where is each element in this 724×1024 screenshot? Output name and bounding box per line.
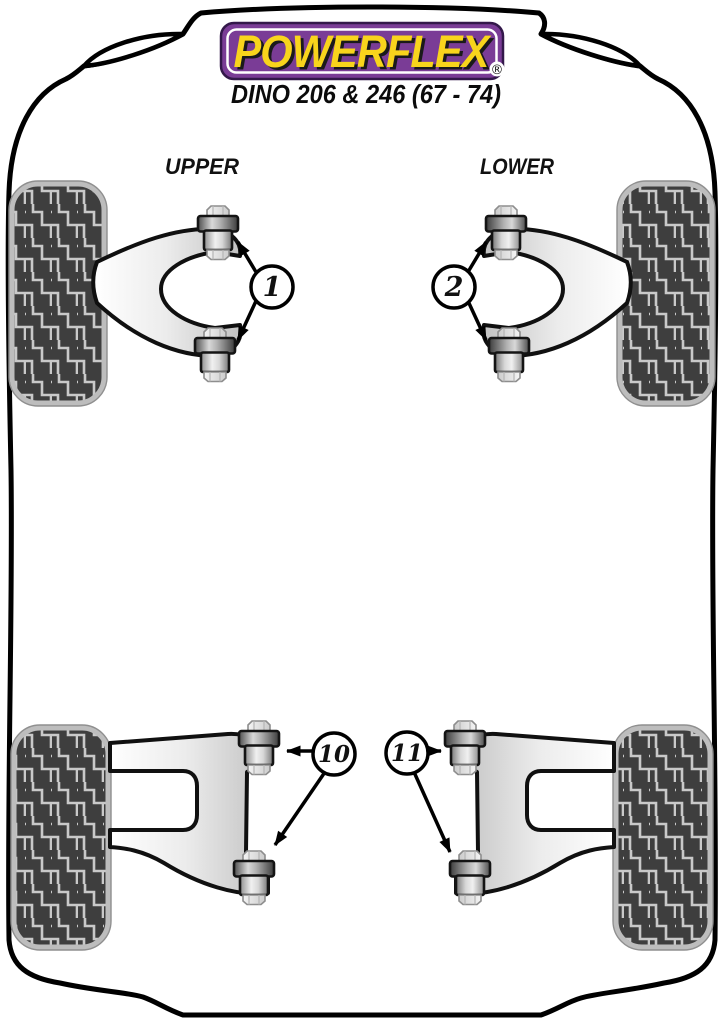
- callout-1-number: 1: [263, 272, 282, 303]
- callout-10-number: 10: [318, 741, 350, 768]
- logo-background: [219, 21, 505, 81]
- callout-11-circle: [384, 730, 430, 776]
- label-lower: LOWER: [480, 154, 554, 179]
- headlight-slit-left: [81, 31, 186, 69]
- callout-10-circle: [311, 731, 357, 777]
- logo-text: POWERFLEX: [234, 26, 493, 77]
- registered-mark: ®: [491, 63, 504, 78]
- callout-10-arrow-lower: [273, 771, 327, 846]
- callout-2: 2: [431, 241, 488, 341]
- callout-2-circle: [431, 264, 477, 310]
- callout-1-circle: [249, 264, 295, 310]
- callout-11-arrow-lower: [412, 771, 452, 853]
- tire-front-left: [9, 181, 107, 406]
- car-body-outline: [5, 4, 719, 1018]
- tire-rear-right: [613, 725, 713, 950]
- powerflex-logo: POWERFLEX POWERFLEX ®: [219, 21, 505, 81]
- callout-1-arrow-lower: [236, 300, 258, 341]
- tires: [8, 180, 716, 951]
- callout-2-arrow-upper: [466, 241, 488, 273]
- logo-text-shadow: POWERFLEX: [237, 29, 496, 80]
- callout-10: 10: [273, 731, 357, 846]
- headlight-slit-right: [538, 31, 643, 69]
- callout-1-arrow-upper: [236, 241, 258, 273]
- callout-2-arrow-lower: [466, 300, 488, 341]
- callout-11: 11: [384, 730, 452, 853]
- callout-11-number: 11: [391, 740, 423, 767]
- label-upper: UPPER: [165, 154, 239, 179]
- tire-rear-left: [11, 725, 111, 950]
- tire-front-right: [617, 181, 715, 406]
- callout-1: 1: [236, 241, 295, 341]
- logo-pinstripe: [226, 28, 498, 74]
- callout-2-number: 2: [444, 272, 464, 303]
- registered-mark-badge: [489, 61, 505, 77]
- model-subtitle: DINO 206 & 246 (67 - 74): [231, 79, 501, 109]
